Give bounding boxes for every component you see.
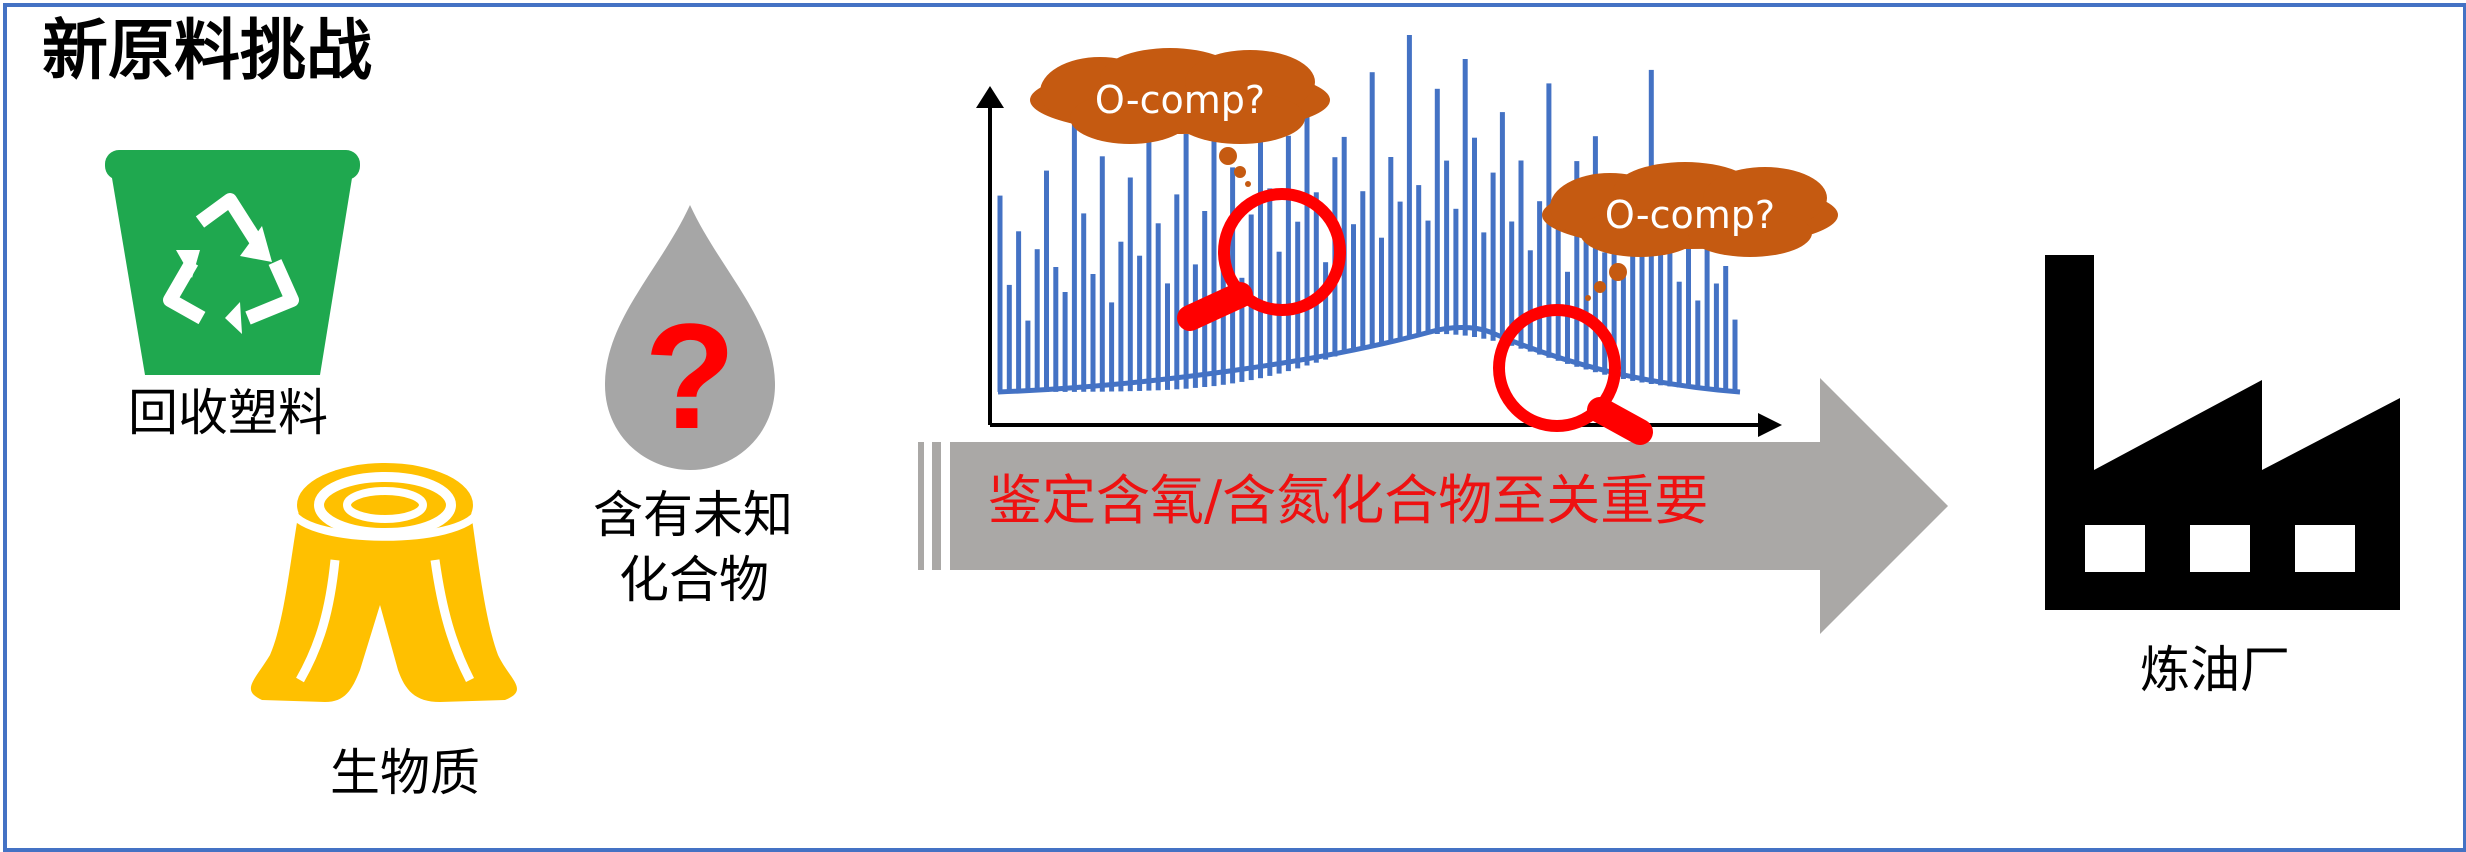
chromatogram-peak [1509, 221, 1515, 346]
chromatogram-peak [1360, 191, 1366, 348]
chromatogram-peak [1109, 302, 1115, 392]
bubble-right-text: O-comp? [1605, 193, 1775, 237]
magnifying-glass-icon [1177, 188, 1346, 331]
chromatogram-peak [1537, 201, 1543, 355]
chromatogram-peak [1704, 247, 1710, 390]
chromatogram-peak [1155, 223, 1161, 391]
chromatogram-peak [1127, 177, 1133, 392]
chromatogram-peak [1118, 241, 1124, 392]
chromatogram-peak [1565, 271, 1570, 364]
chromatogram-peak [1639, 229, 1645, 383]
speech-bubble-left: O-comp? [1030, 48, 1330, 187]
x-axis-arrow [1758, 413, 1782, 437]
chromatogram-peak [1444, 160, 1450, 335]
chromatogram-peak [1016, 231, 1022, 392]
label-recycled-plastic: 回收塑料 [128, 384, 328, 442]
chromatogram-peak [997, 195, 1003, 392]
chromatogram-peak [1555, 197, 1561, 361]
page-title: 新原料挑战 [42, 12, 372, 89]
chromatogram-peak [1267, 188, 1273, 376]
chromatogram-peak [1686, 229, 1691, 389]
chromatogram-peak [1137, 255, 1143, 391]
chromatogram-peak [1258, 52, 1263, 379]
question-droplet-icon: ? [605, 205, 775, 470]
label-unknown-compounds-line1: 含有未知 [593, 486, 793, 544]
chromatogram-peak [1071, 70, 1077, 392]
chromatogram-peak [1620, 275, 1626, 379]
chromatogram-peak [1490, 172, 1496, 341]
chromatogram-peak [1313, 192, 1319, 363]
chromatogram-peak [1723, 266, 1729, 391]
chromatogram-peak [1732, 319, 1738, 391]
chromatogram-peak [1146, 106, 1152, 391]
chromatogram-peak [1025, 320, 1031, 392]
chromatogram-peak [1323, 262, 1329, 360]
chromatogram-peak [1676, 281, 1682, 388]
chromatogram-peak [1406, 35, 1412, 337]
chromatogram-peak [1044, 170, 1049, 392]
recycling-bin-icon [105, 150, 360, 375]
process-arrow [918, 378, 1948, 634]
tree-stump-icon [250, 463, 517, 702]
chromatogram-peak [1379, 237, 1384, 343]
chromatogram-peak [1034, 249, 1040, 392]
chromatogram-peak [1304, 107, 1310, 366]
chromatogram-peak [1611, 199, 1617, 377]
factory-icon [2045, 255, 2400, 610]
chromatogram-peak [1081, 213, 1087, 392]
chromatogram-peak [1658, 252, 1664, 386]
bubble-left-text: O-comp? [1095, 78, 1265, 122]
chromatogram-peak [1695, 300, 1701, 389]
chromatogram-peak [1053, 267, 1059, 392]
chromatogram-peak [1499, 112, 1505, 344]
chromatogram-peak [1416, 185, 1422, 336]
svg-text:?: ? [644, 292, 736, 460]
y-axis-arrow [976, 86, 1004, 108]
label-biomass: 生物质 [330, 744, 480, 802]
chromatogram-peak [1518, 160, 1524, 349]
chromatogram-peak [1006, 284, 1012, 392]
chromatogram-peak [1099, 156, 1105, 392]
chromatogram-peak [1630, 180, 1636, 381]
speech-bubble-right: O-comp? [1542, 162, 1838, 301]
chromatogram-peak [1174, 194, 1180, 390]
chromatogram-peak [1062, 292, 1068, 392]
magnifying-glass-icon [1493, 304, 1653, 445]
chromatogram-peak [1602, 252, 1608, 375]
chromatogram-peak [1425, 220, 1431, 335]
chromatogram-peak [1713, 283, 1719, 390]
chromatogram-peak [1481, 232, 1487, 339]
chromatogram-peak [1583, 235, 1589, 370]
chromatogram-peak [1090, 274, 1096, 392]
chromatogram-peak [1462, 59, 1468, 336]
chromatogram-peak [1369, 72, 1375, 345]
chromatogram-peak [1165, 283, 1170, 390]
chromatogram-peak [1211, 87, 1217, 387]
chromatogram-peak [1592, 136, 1598, 373]
chromatogram-peak [1472, 137, 1477, 337]
chromatogram-peak [1453, 208, 1459, 335]
chromatogram-peak [1667, 210, 1673, 387]
chromatogram-peak [1285, 135, 1291, 372]
chromatogram-peak [1295, 221, 1301, 369]
chromatogram-peak [1183, 134, 1189, 389]
chromatogram-peak [1574, 161, 1580, 367]
chromatogram-peak [1434, 88, 1440, 334]
chromatogram-peak [1351, 224, 1356, 351]
chromatogram-peak [1527, 250, 1533, 352]
label-refinery: 炼油厂 [2140, 641, 2290, 699]
chromatogram-peak [1397, 201, 1403, 338]
chromatogram-peak [1388, 157, 1394, 340]
chromatogram-peak [1239, 277, 1245, 382]
label-unknown-compounds-line2: 化合物 [619, 551, 769, 609]
arrow-caption: 鉴定含氧/含氮化合物至关重要 [988, 469, 1709, 532]
